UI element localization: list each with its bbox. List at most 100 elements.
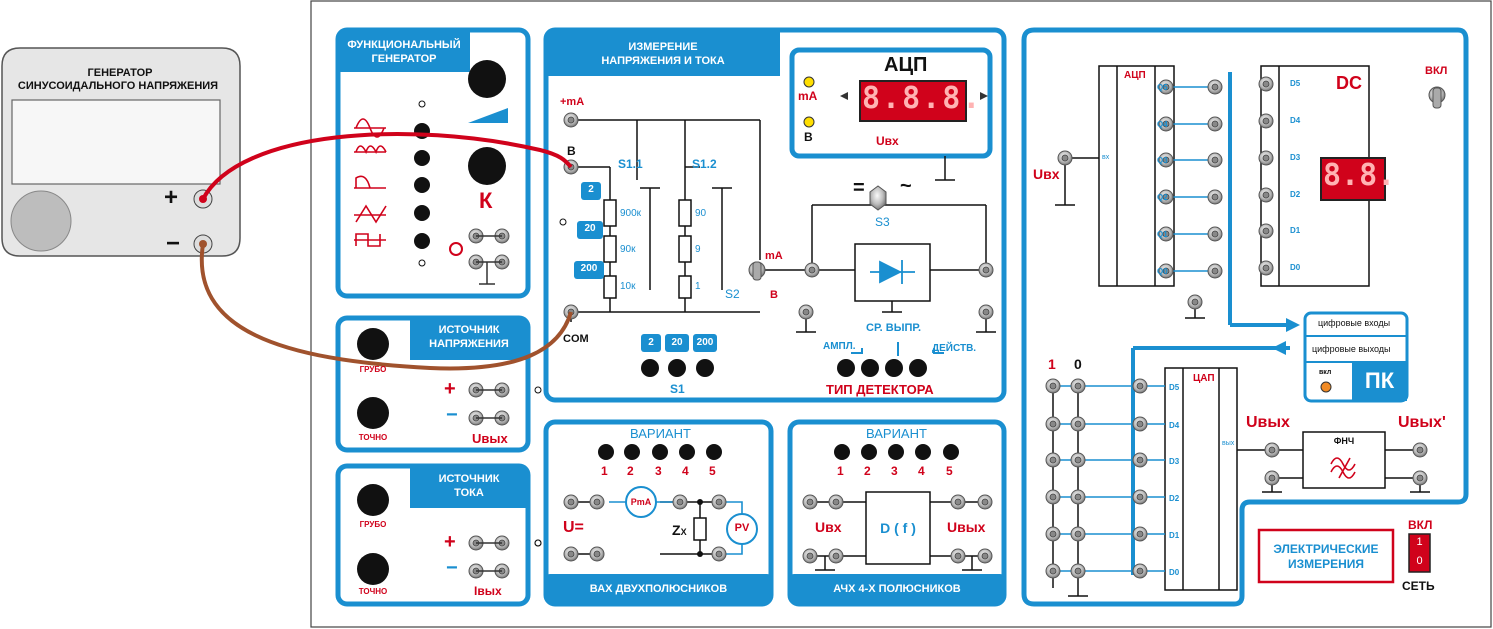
voltage-source-title-2: НАПРЯЖЕНИЯ: [429, 338, 509, 350]
adc-q2-label: Q2: [1157, 193, 1168, 202]
adc-block-label: АЦП: [1124, 70, 1146, 81]
dc-symbol: =: [853, 177, 865, 199]
power-switch-0: 0: [1416, 555, 1423, 567]
range-20-chip: 20: [584, 223, 596, 234]
current-coarse-label: ГРУБО: [359, 520, 387, 529]
filter-uout-label: Uвых': [1398, 414, 1446, 431]
dc-d3-label: D3: [1290, 153, 1301, 162]
dac-d4-label: D4: [1169, 421, 1180, 430]
detector-button-1[interactable]: [836, 358, 856, 378]
func-gen-title-1: ФУНКЦИОНАЛЬНЫЙ: [347, 39, 461, 51]
logic-zero-label: 0: [1074, 356, 1082, 372]
func-gen-k-label: К: [479, 188, 493, 213]
dac-d5-label: D5: [1169, 383, 1180, 392]
vax-zx-sub: X: [680, 527, 687, 537]
dac-output-label: вых: [1222, 440, 1235, 447]
range-2-chip: 2: [588, 184, 594, 195]
plus-ma-label: +mA: [560, 96, 585, 108]
power-on-label: ВКЛ: [1408, 518, 1433, 532]
adc-title: АЦП: [884, 54, 928, 76]
vax-title: ВАХ ДВУХПОЛЮСНИКОВ: [589, 583, 728, 595]
generator-title-2: СИНУСОИДАЛЬНОГО НАПРЯЖЕНИЯ: [17, 80, 219, 92]
vax-pma-label: PmA: [630, 497, 652, 507]
generator-plus-jack[interactable]: [190, 186, 216, 212]
dac-d0-label: D0: [1169, 568, 1180, 577]
voltage-fine-knob[interactable]: [357, 397, 389, 429]
v-input-label: В: [567, 144, 576, 158]
s1-label: S1: [670, 382, 685, 396]
vax-variant-label: ВАРИАНТ: [630, 426, 691, 441]
detector-button-3[interactable]: [884, 358, 904, 378]
freq-variant-label: ВАРИАНТ: [866, 426, 927, 441]
adc-uin-label: Uвх: [876, 134, 899, 148]
vax-variant-5: 5: [709, 464, 716, 478]
s1-chip-20: 20: [671, 337, 683, 348]
generator-minus-jack[interactable]: [190, 231, 216, 257]
detector-button-4[interactable]: [908, 358, 928, 378]
voltage-coarse-knob[interactable]: [357, 328, 389, 360]
res-90-label: 90: [695, 208, 707, 219]
freq-df-label: D ( f ): [880, 520, 916, 536]
dac-block-label: ЦАП: [1193, 373, 1215, 384]
freq-uout-label: Uвых: [947, 519, 986, 535]
current-source-title-1: ИСТОЧНИК: [438, 473, 500, 485]
vax-variant-buttons[interactable]: [597, 443, 723, 461]
current-minus-label: −: [446, 557, 458, 579]
measure-circuit: [570, 119, 996, 333]
freq-variant-1: 1: [837, 464, 844, 478]
power-switch-toggle[interactable]: [1409, 534, 1430, 572]
vax-variant-2: 2: [627, 464, 634, 478]
func-gen-title-2: ГЕНЕРАТОР: [371, 53, 437, 65]
current-coarse-knob[interactable]: [357, 484, 389, 516]
freq-variant-3: 3: [891, 464, 898, 478]
filter-label: ФНЧ: [1333, 436, 1355, 446]
detector-rms-label: ДЕЙСТВ.: [932, 343, 977, 354]
stand-title-2: ИЗМЕРЕНИЯ: [1287, 557, 1365, 571]
measure-title-1: ИЗМЕРЕНИЕ: [628, 41, 698, 53]
adc-q0-label: Q0: [1157, 267, 1168, 276]
adc-block-input-label: вх: [1102, 154, 1110, 161]
freq-variant-buttons[interactable]: [833, 443, 961, 461]
s3-toggle-switch[interactable]: [866, 184, 890, 212]
s1-button-2[interactable]: [640, 358, 660, 378]
voltage-plus-label: +: [444, 378, 456, 400]
vax-variant-1: 1: [601, 464, 608, 478]
dc-block-label: DC: [1336, 73, 1362, 93]
s1-button-200[interactable]: [695, 358, 715, 378]
detector-type-label: ТИП ДЕТЕКТОРА: [826, 382, 934, 397]
adc-ma-label: mA: [798, 89, 818, 103]
vax-variant-3: 3: [655, 464, 662, 478]
s2-toggle-switch[interactable]: [747, 258, 769, 282]
measure-title-2: НАПРЯЖЕНИЯ И ТОКА: [601, 55, 725, 67]
current-fine-knob[interactable]: [357, 553, 389, 585]
freq-variant-2: 2: [864, 464, 871, 478]
adc-q4-label: Q4: [1157, 120, 1168, 129]
res-10k-label: 10к: [620, 281, 636, 292]
pc-inputs-label: цифровые входы: [1318, 318, 1391, 328]
dac-d2-label: D2: [1169, 494, 1180, 503]
adc-v-label: В: [804, 130, 813, 144]
s3-label: S3: [875, 215, 890, 229]
dc-on-toggle[interactable]: [1427, 84, 1447, 110]
generator-knob[interactable]: [11, 191, 71, 251]
digital-uin-label: Uвх: [1033, 166, 1060, 182]
vax-u-dc-label: U=: [563, 519, 584, 536]
func-gen-amplitude-knob[interactable]: [468, 147, 506, 185]
s12-label: S1.2: [692, 157, 717, 171]
dc-display-digits: 8.8.: [1323, 158, 1396, 193]
current-plus-label: +: [444, 531, 456, 553]
adc-display-digits: 8.8.8.: [862, 81, 983, 116]
func-gen-frequency-knob[interactable]: [468, 60, 506, 98]
freq-title: АЧХ 4-Х ПОЛЮСНИКОВ: [833, 583, 961, 595]
detector-avg-label: СР. ВЫПР.: [866, 322, 922, 334]
power-switch-1: 1: [1416, 536, 1423, 548]
detector-button-2[interactable]: [860, 358, 880, 378]
dc-d4-label: D4: [1290, 116, 1301, 125]
res-9-label: 9: [695, 244, 701, 255]
s2-ma-label: mA: [765, 250, 783, 262]
freq-variant-5: 5: [946, 464, 953, 478]
vax-zx-label: ZX: [672, 523, 687, 537]
s1-button-20[interactable]: [667, 358, 687, 378]
generator-plus-label: +: [164, 184, 179, 211]
